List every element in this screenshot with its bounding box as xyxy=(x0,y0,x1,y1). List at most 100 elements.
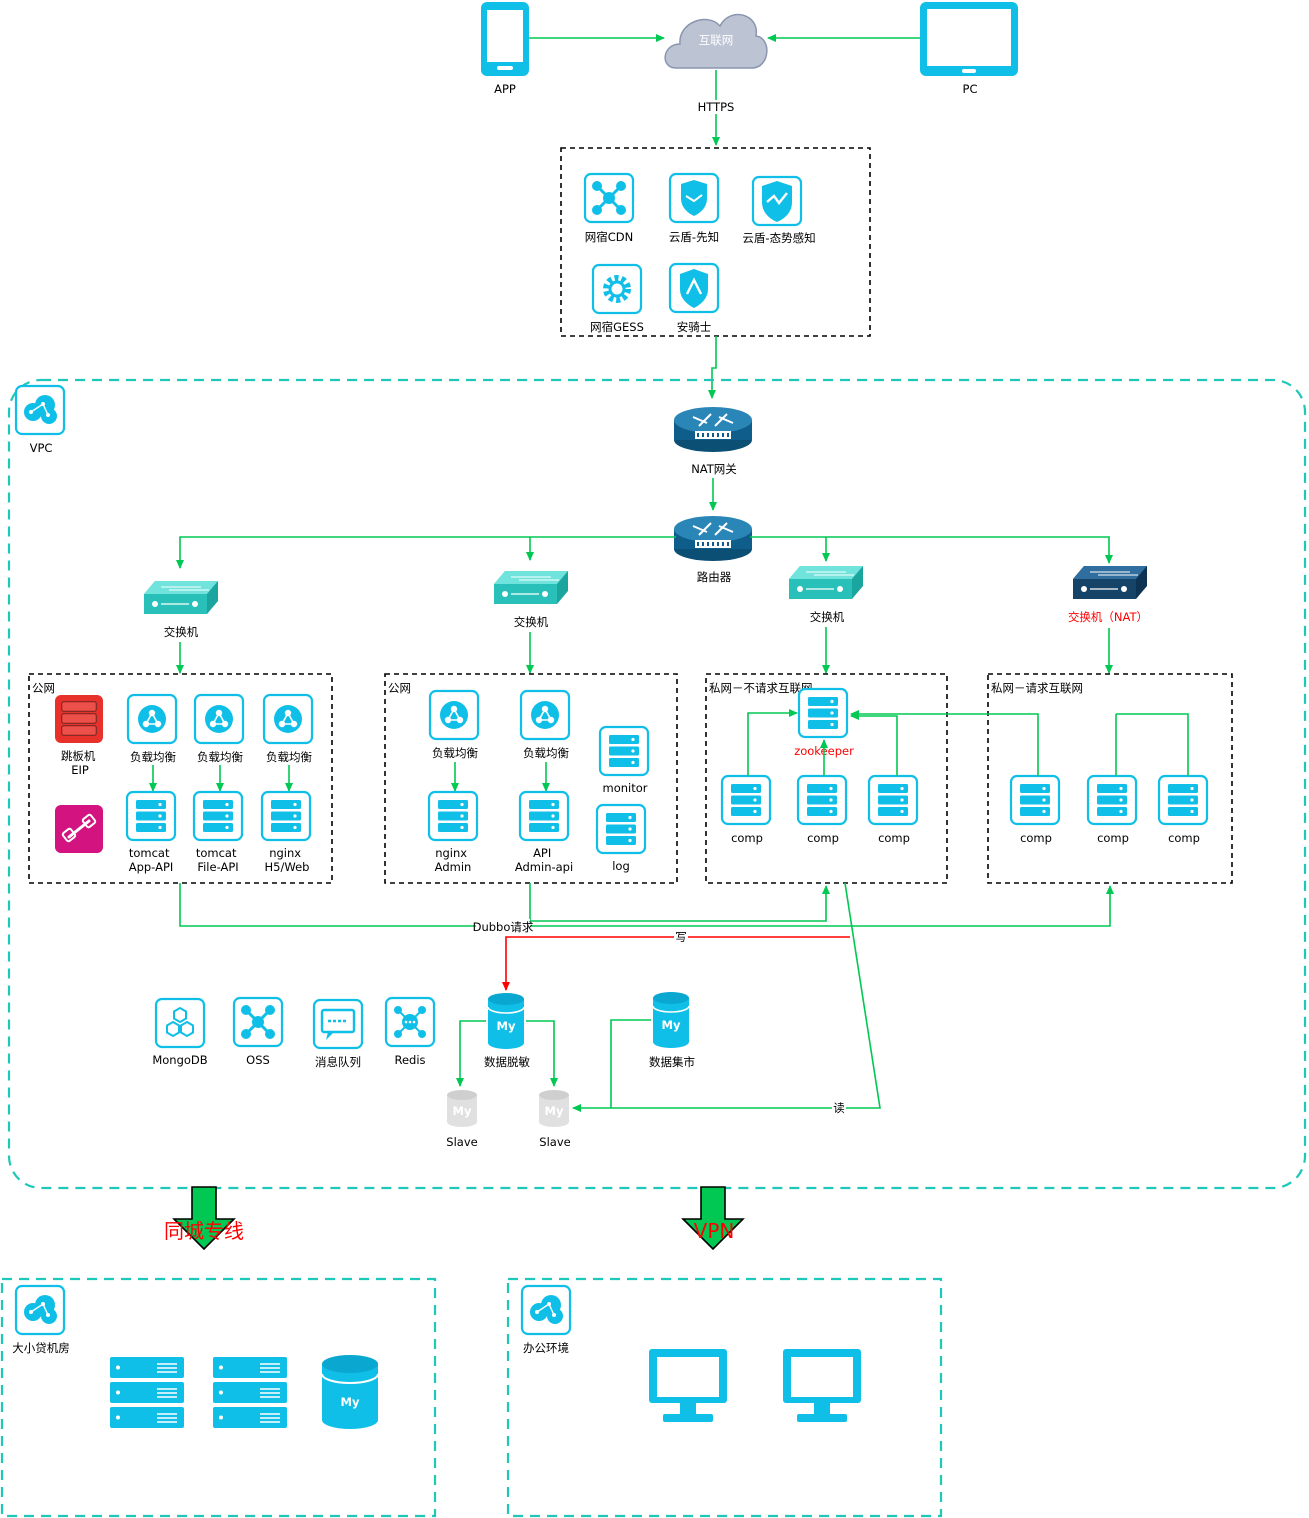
datacenter-cloud-icon xyxy=(14,1284,66,1336)
jump-server-line1: 跳板机 xyxy=(61,749,96,763)
server-label-app-api: tomcat App-API xyxy=(129,846,174,874)
office-monitor-icon-2 xyxy=(783,1349,861,1422)
server-icon-nginx-admin xyxy=(427,790,479,842)
cdn-icon xyxy=(583,172,635,224)
security-item-anqishi: 安骑士 xyxy=(677,320,712,334)
jump-server-label: 跳板机 EIP xyxy=(61,749,99,777)
mysql-datacenter-icon xyxy=(321,1355,379,1429)
server-icon-admin-api xyxy=(518,790,570,842)
switch-icon-1 xyxy=(143,580,219,615)
switch-label-nat: 交换机（NAT） xyxy=(1068,610,1148,624)
https-label: HTTPS xyxy=(698,100,735,114)
service-label-mq: 消息队列 xyxy=(315,1055,361,1069)
comp3-to-zookeeper-link xyxy=(850,712,898,776)
internet-cloud-icon xyxy=(664,13,768,69)
security-item-situation: 云盾-态势感知 xyxy=(742,231,815,245)
shield-situation-icon xyxy=(751,175,803,227)
server-icon-monitor xyxy=(598,725,650,777)
nat-gateway-router-icon xyxy=(673,406,753,453)
load-balancer-label-4: 负载均衡 xyxy=(432,746,478,760)
server-label-nginx-admin-l1: nginx xyxy=(435,846,467,860)
comp-icon-3 xyxy=(867,774,919,826)
mask-to-slave2-link xyxy=(526,1020,558,1087)
office-box xyxy=(506,1277,943,1518)
private-zone-2 xyxy=(987,673,1233,884)
switch-label-2: 交换机 xyxy=(514,615,549,629)
mask-to-slave1-link xyxy=(456,1020,486,1087)
datacenter-label: 大小贷机房 xyxy=(12,1341,70,1355)
read-label: 读 xyxy=(833,1101,845,1115)
load-balancer-icon-3 xyxy=(262,693,314,745)
dedicated-line-label: 同城专线 xyxy=(164,1219,244,1243)
service-label-mongodb: MongoDB xyxy=(152,1053,207,1067)
router-to-switch4-link xyxy=(750,536,1113,564)
switch-label-1: 交换机 xyxy=(164,625,199,639)
load-balancer-icon-2 xyxy=(193,693,245,745)
server-icon-log xyxy=(595,803,647,855)
router-label: 路由器 xyxy=(697,570,732,584)
comp6-to-zookeeper-link xyxy=(1116,713,1189,776)
vpn-label: VPN xyxy=(694,1219,735,1243)
office-cloud-icon xyxy=(520,1284,572,1336)
mysql-datacenter-glyph: My xyxy=(341,1395,360,1409)
dubbo-public2-link xyxy=(529,883,830,922)
switch-icon-3 xyxy=(788,565,864,600)
comp1-to-zookeeper-link xyxy=(747,709,798,776)
server-label-h5-web-l1: nginx xyxy=(269,846,301,860)
monitor-label: monitor xyxy=(603,781,648,795)
mart-to-read-link xyxy=(610,1019,651,1108)
server-label-nginx-admin-l2: Admin xyxy=(435,860,472,874)
nat-gateway-label: NAT网关 xyxy=(691,462,737,476)
load-balancer-icon-4 xyxy=(428,689,480,741)
vpc-boundary xyxy=(7,378,1307,1190)
comp-icon-5 xyxy=(1086,774,1138,826)
private-zone-1 xyxy=(705,673,948,884)
oss-icon xyxy=(232,996,284,1048)
slave-label-2: Slave xyxy=(539,1135,570,1149)
mongodb-icon xyxy=(154,997,206,1049)
server-label-file-api-l1: tomcat xyxy=(196,846,237,860)
mysql-mart-glyph: My xyxy=(662,1018,681,1032)
public-zone-1-title: 公网 xyxy=(32,681,55,695)
load-balancer-icon-1 xyxy=(126,693,178,745)
read-link xyxy=(572,882,881,1112)
slave-glyph-1: My xyxy=(453,1104,472,1118)
log-label: log xyxy=(612,859,630,873)
router-to-switch1-link xyxy=(176,536,676,569)
slave-label-1: Slave xyxy=(446,1135,477,1149)
comp-label-2: comp xyxy=(807,831,839,845)
service-label-oss: OSS xyxy=(246,1053,270,1067)
mysql-mask-glyph: My xyxy=(497,1019,516,1033)
internet-label: 互联网 xyxy=(699,33,734,47)
comp-label-6: comp xyxy=(1168,831,1200,845)
server-icon-app-api xyxy=(125,790,177,842)
write-label: 写 xyxy=(675,930,687,944)
comp-label-1: comp xyxy=(731,831,763,845)
vpc-icon xyxy=(14,384,66,436)
load-balancer-label-3: 负载均衡 xyxy=(266,750,312,764)
comp-icon-6 xyxy=(1157,774,1209,826)
server-icon-file-api xyxy=(192,790,244,842)
server-label-h5-web-l2: H5/Web xyxy=(265,860,310,874)
pc-label: PC xyxy=(963,82,978,96)
server-label-admin-api: API Admin-api xyxy=(515,846,573,874)
redis-icon xyxy=(384,996,436,1048)
zookeeper-server-icon xyxy=(797,687,849,739)
dubbo-public1-link xyxy=(179,883,1114,927)
vpc-label: VPC xyxy=(30,441,53,455)
service-label-redis: Redis xyxy=(394,1053,425,1067)
load-balancer-icon-5 xyxy=(519,689,571,741)
security-item-gess: 网宿GESS xyxy=(590,320,644,334)
gear-gess-icon xyxy=(591,263,643,315)
public-zone-2-title: 公网 xyxy=(388,681,411,695)
slave-db-icon-1 xyxy=(447,1090,477,1127)
tablet-icon xyxy=(920,2,1018,76)
office-monitor-icon-1 xyxy=(649,1349,727,1422)
shield-anqishi-icon xyxy=(668,262,720,314)
jump-server-eip-icon xyxy=(55,695,103,743)
server-label-app-api-l2: App-API xyxy=(129,860,174,874)
comp-label-3: comp xyxy=(878,831,910,845)
slave-glyph-2: My xyxy=(545,1104,564,1118)
public-zone-1 xyxy=(28,673,333,884)
